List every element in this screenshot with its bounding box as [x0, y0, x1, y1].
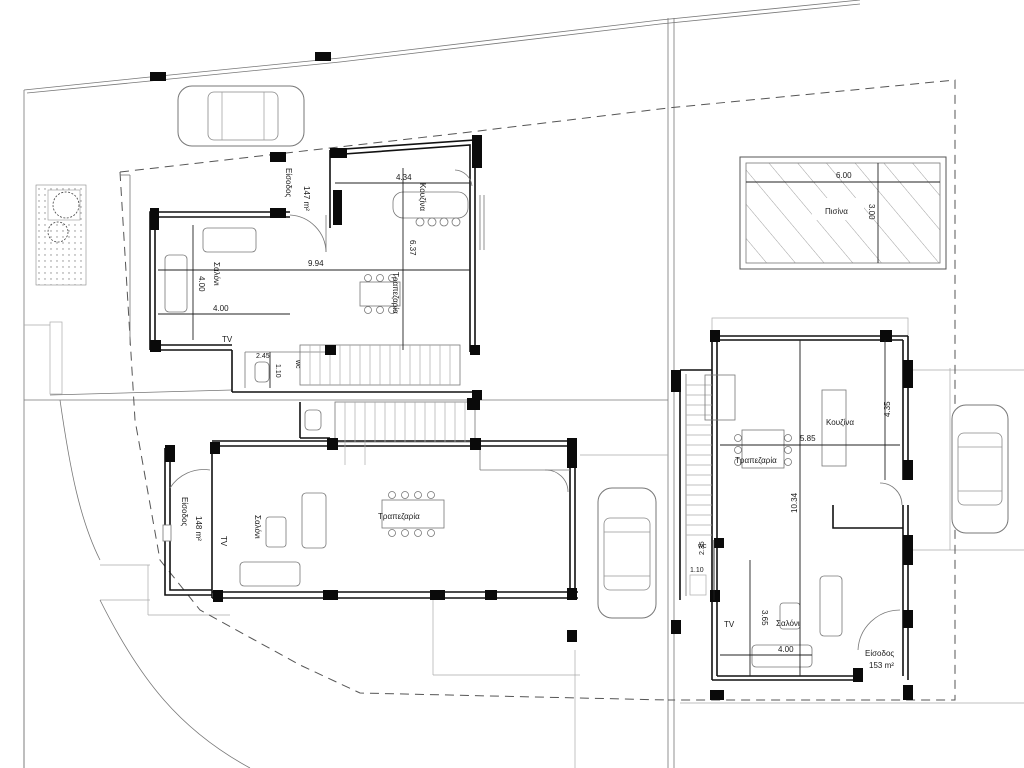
house-2-columns [165, 398, 577, 642]
pool-label: Πισίνα [825, 207, 848, 216]
house-3-dim-wc-h: 2.35 [699, 541, 706, 555]
house-2 [162, 401, 578, 599]
house-2-labels: Τραπεζαρία Σαλόνι Είσοδος 148 m² TV [180, 497, 420, 547]
stairs [686, 374, 736, 536]
fence-posts [150, 52, 331, 81]
pool-dim-width: 3.00 [867, 204, 876, 220]
tree-icon [47, 221, 69, 243]
house-3-dim-living-h: 3.65 [760, 610, 769, 626]
house-1-wc-label: wc [294, 359, 301, 369]
house-1-tv-label: TV [222, 335, 233, 344]
house-2-dining-label: Τραπεζαρία [378, 512, 420, 521]
house-1-entrance-label: Είσοδος [284, 168, 293, 197]
house-1-kitchen-label: Κουζίνα [418, 183, 427, 211]
house-3-wc-label: wc [697, 543, 707, 550]
house-2-furniture [239, 409, 445, 587]
house-3-dimensions [713, 340, 900, 676]
house-3-dim-wc-w: 1.10 [690, 567, 704, 574]
house-1-dim-wc-h: 1.10 [274, 364, 281, 378]
house-3-living-label: Σαλόνι [776, 619, 800, 628]
house-3-dim-depth: 10.34 [790, 492, 799, 513]
house-3-dining-label: Τραπεζαρία [735, 456, 777, 465]
garden [35, 184, 87, 395]
house-3-dim-kitchen: 4.35 [883, 401, 892, 417]
house-3-tv-label: TV [724, 620, 735, 629]
house-1-dim-wc-w: 2.45 [256, 353, 270, 360]
house-1-dim-living-w: 4.00 [213, 304, 229, 313]
stairs [299, 344, 461, 386]
house-3-furniture [734, 389, 847, 668]
house-1-dining-label: Τραπεζαρία [391, 272, 400, 314]
house-2-tv-label: TV [219, 536, 228, 547]
house-2-entrance-label: Είσοδος [180, 497, 189, 526]
house-1-dim-depth: 6.37 [408, 240, 417, 256]
house-2-living-label: Σαλόνι [253, 515, 262, 539]
house-3-columns [671, 330, 913, 700]
house-3 [679, 317, 909, 681]
house-1-dim-living-h: 4.00 [197, 276, 206, 292]
parked-car [951, 404, 1009, 534]
parked-car [597, 487, 657, 619]
pool-dim-length: 6.00 [836, 171, 852, 180]
house-1-dim-kitchen: 4.34 [396, 173, 412, 182]
tree-icon [52, 191, 80, 219]
house-3-kitchen-label: Κουζίνα [826, 418, 854, 427]
house-3-dim-living-w: 4.00 [778, 645, 794, 654]
site-boundaries [23, 0, 1024, 768]
house-3-dim-width: 5.85 [800, 434, 816, 443]
parked-car [177, 85, 305, 147]
house-1-columns [150, 135, 482, 400]
house-1-dimensions [158, 168, 470, 388]
house-1-area-label: 147 m² [302, 186, 311, 211]
house-3-labels: Κουζίνα Τραπεζαρία Σαλόνι TV wc Είσοδος … [690, 401, 894, 670]
stairs [334, 401, 476, 465]
pool: Πισίνα 6.00 3.00 [739, 156, 947, 270]
house-1-labels: Κουζίνα Τραπεζαρία Σαλόνι Είσοδος 147 m²… [197, 168, 427, 378]
house-1-living-label: Σαλόνι [212, 262, 221, 286]
house-1-furniture [164, 191, 469, 383]
house-3-entrance-label: Είσοδος [865, 649, 894, 658]
house-1-dim-width: 9.94 [308, 259, 324, 268]
house-3-area-label: 153 m² [869, 661, 894, 670]
house-2-area-label: 148 m² [194, 516, 203, 541]
